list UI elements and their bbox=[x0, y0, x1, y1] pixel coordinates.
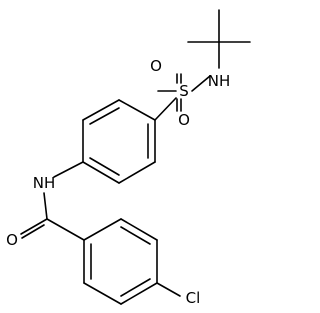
bond bbox=[154, 97, 177, 121]
chlorophenyl-ring bbox=[46, 218, 181, 305]
phenylene-ring bbox=[82, 99, 156, 184]
bond bbox=[53, 161, 84, 178]
atom-label-carbonyl-o: O bbox=[6, 231, 18, 249]
bond bbox=[43, 192, 48, 220]
bond bbox=[118, 161, 156, 184]
bond bbox=[21, 224, 45, 239]
bond bbox=[83, 218, 122, 241]
atom-label-chlorine: Cl bbox=[186, 289, 201, 307]
bond bbox=[89, 107, 120, 125]
tert-butyl-group bbox=[187, 9, 251, 69]
bond bbox=[82, 99, 120, 121]
bond bbox=[46, 218, 85, 241]
bond bbox=[120, 282, 158, 305]
bond bbox=[120, 218, 158, 241]
atom-label-sulfonyl-o-bottom: O bbox=[178, 111, 190, 129]
atom-label-sulfonamide-nh: NH bbox=[208, 72, 231, 90]
bond bbox=[20, 218, 48, 235]
bond bbox=[156, 282, 181, 297]
bond bbox=[82, 161, 120, 184]
bond bbox=[120, 226, 151, 245]
atom-label-sulfonyl-o-left: O bbox=[150, 57, 162, 75]
chemical-structure: O S NH O NH O Cl bbox=[6, 9, 251, 307]
bond bbox=[120, 278, 151, 297]
atom-label-sulfur: S bbox=[179, 82, 189, 100]
sulfonamide-group bbox=[154, 73, 211, 121]
atom-label-amide-nh: NH bbox=[33, 174, 56, 192]
bond bbox=[191, 75, 211, 92]
bond bbox=[89, 157, 120, 176]
bond bbox=[83, 282, 122, 305]
bond bbox=[118, 99, 156, 121]
amide-group bbox=[20, 161, 84, 239]
